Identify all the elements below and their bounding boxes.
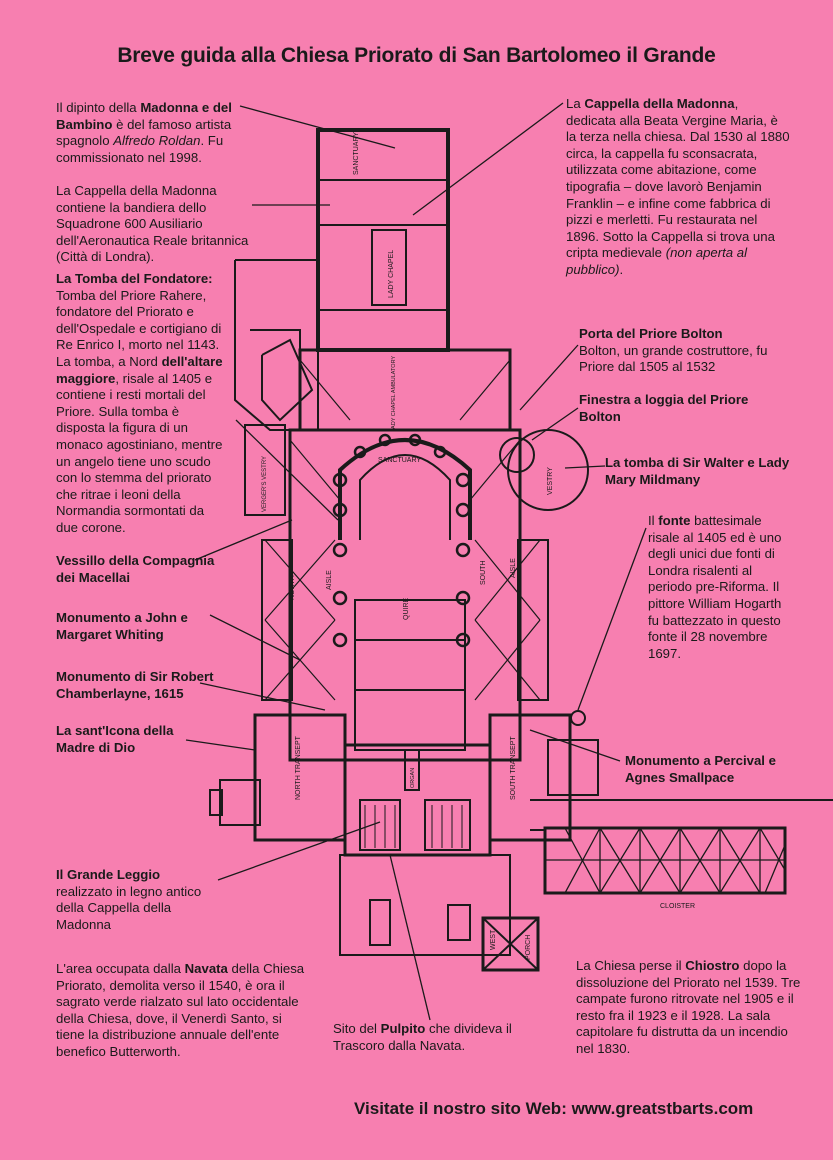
- label-south-transept: SOUTH TRANSEPT: [510, 736, 517, 800]
- note-butchers-banner: Vessillo della Compagnia dei Macellai: [56, 553, 215, 585]
- note-chamberlayne: Monumento di Sir Robert Chamberlayne, 16…: [56, 669, 214, 701]
- label-cloister: CLOISTER: [660, 903, 695, 910]
- label-vergers-vestry: VERGER'S VESTRY: [262, 456, 268, 512]
- note-lady-chapel: La Cappella della Madonna, dedicata alla…: [566, 96, 790, 277]
- note-cloister: La Chiesa perse il Chiostro dopo la diss…: [576, 958, 801, 1056]
- label-organ: ORGAN: [410, 768, 416, 788]
- note-pulpit: Sito del Pulpito che divideva il Trascor…: [333, 1021, 512, 1053]
- label-vestry: VESTRY: [547, 467, 554, 495]
- label-sanctuary: SANCTUARY: [378, 457, 421, 464]
- label-lady-chapel: LADY CHAPEL: [388, 250, 395, 298]
- note-madonna-painting: Il dipinto della Madonna e del Bambino è…: [56, 100, 232, 165]
- note-nave: L'area occupata dalla Navata della Chies…: [56, 961, 305, 1059]
- label-aisle-s: AISLE: [510, 558, 517, 578]
- note-founder-tomb: La Tomba del Fondatore: Tomba del Priore…: [56, 271, 223, 535]
- label-west: WEST: [490, 929, 497, 950]
- note-mildmay-tomb: La tomba di Sir Walter e Lady Mary Mildm…: [605, 455, 790, 487]
- label-sanctuary-top: SANCTUARY: [353, 132, 360, 175]
- label-porch: PORCH: [525, 935, 532, 960]
- label-aisle-n: AISLE: [326, 570, 333, 590]
- label-north-aisle: NORTH: [289, 575, 296, 600]
- label-south-aisle: SOUTH: [480, 561, 487, 586]
- note-bolton-window: Finestra a loggia del Priore Bolton: [579, 392, 749, 424]
- note-squadron-flag: La Cappella della Madonna contiene la ba…: [56, 183, 249, 265]
- page-title: Breve guida alla Chiesa Priorato di San …: [117, 44, 716, 67]
- website-footer: Visitate il nostro sito Web: www.greatst…: [354, 1099, 754, 1118]
- note-font: Il fonte battesimale risale al 1405 ed è…: [648, 513, 782, 661]
- label-quire: QUIRE: [403, 598, 410, 621]
- label-ambulatory: LADY CHAPEL AMBULATORY: [391, 356, 397, 432]
- note-icon: La sant'Icona della Madre di Dio: [56, 723, 174, 755]
- note-whiting-monument: Monumento a John e Margaret Whiting: [56, 610, 188, 642]
- label-north-transept: NORTH TRANSEPT: [295, 735, 302, 800]
- note-smallpace: Monumento a Percival e Agnes Smallpace: [625, 753, 776, 785]
- note-lectern: Il Grande Leggio realizzato in legno ant…: [56, 867, 202, 932]
